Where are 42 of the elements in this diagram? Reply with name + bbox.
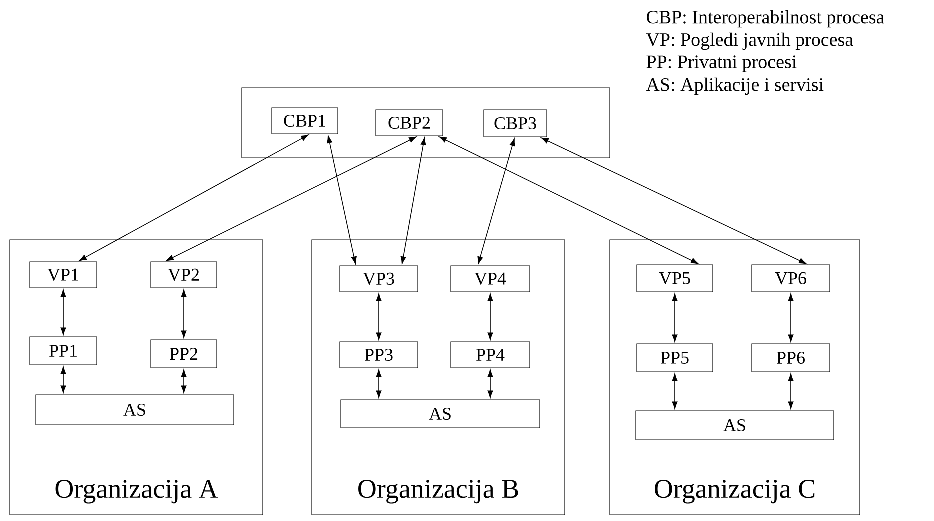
arrow bbox=[488, 294, 494, 340]
arrow bbox=[376, 294, 382, 340]
process-box: PP1 bbox=[30, 336, 98, 366]
legend-text: VP: Pogledi javnih procesa bbox=[646, 32, 854, 50]
arrow bbox=[488, 370, 494, 398]
process-box: AS bbox=[36, 394, 234, 426]
process-box: VP1 bbox=[30, 262, 98, 288]
arrow bbox=[672, 294, 678, 342]
process-box: AS bbox=[636, 410, 834, 440]
process-box: AS bbox=[340, 400, 540, 428]
process-box: PP2 bbox=[150, 340, 218, 368]
process-box: PP5 bbox=[636, 344, 714, 372]
process-box: VP3 bbox=[340, 266, 418, 292]
group-box bbox=[242, 88, 610, 158]
process-box: VP5 bbox=[636, 264, 714, 292]
arrow bbox=[672, 374, 678, 410]
arrow bbox=[788, 294, 794, 342]
process-box: VP2 bbox=[150, 262, 218, 288]
legend-text: CBP: Interoperabilnost procesa bbox=[647, 10, 884, 28]
arrow bbox=[79, 134, 309, 262]
arrow bbox=[166, 136, 417, 262]
arrow bbox=[400, 138, 426, 264]
process-box: PP6 bbox=[752, 344, 830, 372]
process-box: PP3 bbox=[340, 342, 418, 368]
process-box: CBP3 bbox=[484, 110, 548, 138]
arrow bbox=[541, 138, 807, 264]
arrow bbox=[788, 374, 794, 410]
arrow bbox=[60, 366, 66, 394]
process-box: CBP1 bbox=[272, 108, 338, 134]
process-box: VP4 bbox=[450, 266, 530, 292]
legend-text: AS: Aplikacije i servisi bbox=[646, 78, 824, 96]
arrow bbox=[60, 290, 66, 336]
arrow bbox=[439, 136, 699, 264]
process-box: CBP2 bbox=[376, 110, 444, 136]
legend-text: PP: Privatni procesi bbox=[646, 56, 797, 72]
process-box: VP6 bbox=[752, 264, 830, 292]
process-box: PP4 bbox=[450, 342, 530, 368]
arrow bbox=[376, 370, 382, 398]
arrow bbox=[478, 138, 516, 264]
arrow bbox=[327, 136, 357, 264]
arrow bbox=[181, 370, 187, 394]
arrow bbox=[181, 290, 187, 338]
